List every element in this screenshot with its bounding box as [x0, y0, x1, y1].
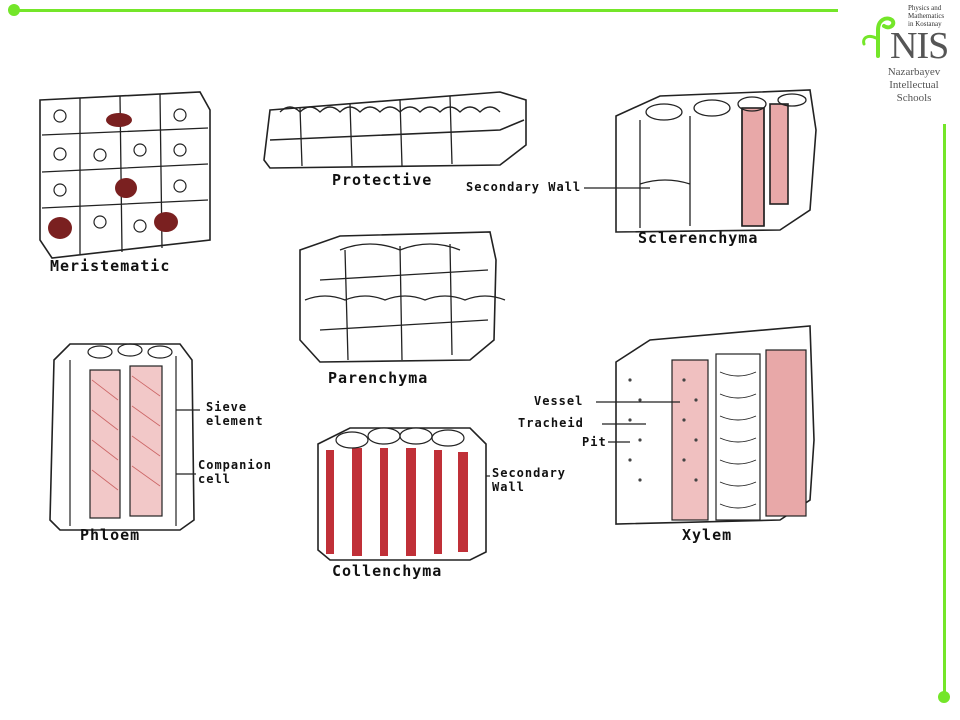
top-left-accent-dot [8, 4, 20, 16]
sclerenchyma-title: Sclerenchyma [638, 229, 759, 247]
meristematic-illustration [39, 91, 211, 259]
sprout-icon [862, 16, 896, 58]
protective-illustration [263, 91, 527, 169]
parenchyma-illustration [299, 231, 506, 363]
bottom-right-accent-dot [938, 691, 950, 703]
xylem-pit-label: Pit [582, 435, 607, 449]
xylem-tracheid-label: Tracheid [518, 416, 584, 430]
xylem-title: Xylem [682, 526, 733, 544]
xylem-vessel-label: Vessel [534, 394, 584, 408]
top-accent-rule [14, 9, 838, 12]
sclerenchyma-secondary-wall-label: Secondary Wall [466, 180, 582, 194]
logo-campus-text: Physics and Mathematics in Kostanay [908, 4, 945, 28]
protective-title: Protective [332, 171, 433, 189]
parenchyma-title: Parenchyma [328, 369, 429, 387]
logo-acronym: NIS [890, 25, 949, 67]
sclerenchyma-illustration [615, 89, 817, 233]
xylem-illustration [615, 325, 815, 525]
phloem-sieve-element-label: Sieve element [206, 400, 264, 428]
phloem-companion-cell-label: Companion cell [198, 458, 273, 486]
collenchyma-title: Collenchyma [332, 562, 443, 580]
logo-school-name: Nazarbayev Intellectual Schools [887, 66, 941, 104]
phloem-title: Phloem [80, 526, 141, 544]
right-accent-rule [943, 124, 946, 696]
meristematic-title: Meristematic [50, 257, 171, 275]
nis-logo: Physics and Mathematics in Kostanay NIS … [856, 2, 956, 112]
collenchyma-secondary-wall-label: Secondary Wall [492, 466, 567, 494]
phloem-illustration [49, 343, 195, 531]
collenchyma-illustration [317, 427, 487, 561]
